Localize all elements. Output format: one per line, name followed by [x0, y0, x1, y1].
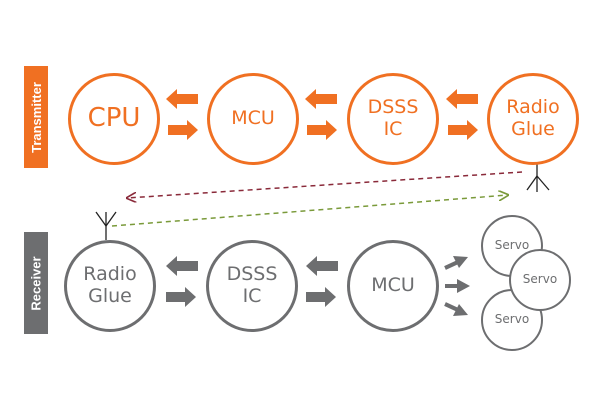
receiver-tab: Receiver: [24, 232, 48, 334]
tx-dsss-label: DSSS IC: [367, 96, 419, 140]
arrow-right-icon: [306, 287, 336, 307]
radio-link-return: [127, 171, 523, 198]
arrow-to-servo-3: [444, 302, 459, 312]
tx-dsss-node: DSSS IC: [347, 73, 439, 165]
arrow-right-icon: [307, 120, 337, 140]
tx-radio-glue-label: Radio Glue: [506, 96, 560, 140]
transmitter-label: Transmitter: [28, 81, 44, 153]
servo-node: Servo: [509, 249, 571, 311]
rx-dsss-label: DSSS IC: [226, 263, 278, 307]
rx-radio-glue-label: Radio Glue: [83, 263, 137, 307]
arrow-right-icon: [453, 256, 468, 268]
servo-label: Servo: [494, 238, 530, 253]
arrow-right-icon: [166, 287, 196, 307]
rx-mcu-node: MCU: [347, 240, 439, 332]
tx-radio-glue-node: Radio Glue: [487, 73, 579, 165]
arrow-right-icon: [457, 279, 470, 293]
servo-label: Servo: [522, 272, 558, 287]
transmitter-tab: Transmitter: [24, 66, 48, 168]
transmitter-tab-bg: [24, 66, 48, 168]
tx-cpu-node: CPU: [68, 73, 160, 165]
tx-mcu-node: MCU: [207, 73, 299, 165]
receiver-label: Receiver: [28, 255, 44, 311]
antenna-icon: [95, 211, 117, 240]
tx-mcu-label: MCU: [231, 107, 275, 130]
arrow-right-icon: [453, 304, 468, 316]
receiver-tab-bg: [24, 232, 48, 334]
rx-dsss-node: DSSS IC: [206, 240, 298, 332]
arrow-left-icon: [306, 256, 338, 276]
rx-mcu-label: MCU: [371, 274, 415, 297]
arrow-left-icon: [166, 256, 198, 276]
arrow-to-servo-1: [444, 260, 459, 270]
rx-radio-glue-node: Radio Glue: [64, 240, 156, 332]
arrow-right-icon: [448, 120, 478, 140]
radio-link-forward: [111, 195, 508, 227]
arrow-left-icon: [305, 89, 337, 109]
arrow-right-icon: [168, 120, 198, 140]
arrow-left-icon: [166, 89, 198, 109]
servo-label: Servo: [494, 312, 530, 327]
arrow-left-icon: [446, 89, 478, 109]
tx-cpu-label: CPU: [87, 103, 141, 134]
